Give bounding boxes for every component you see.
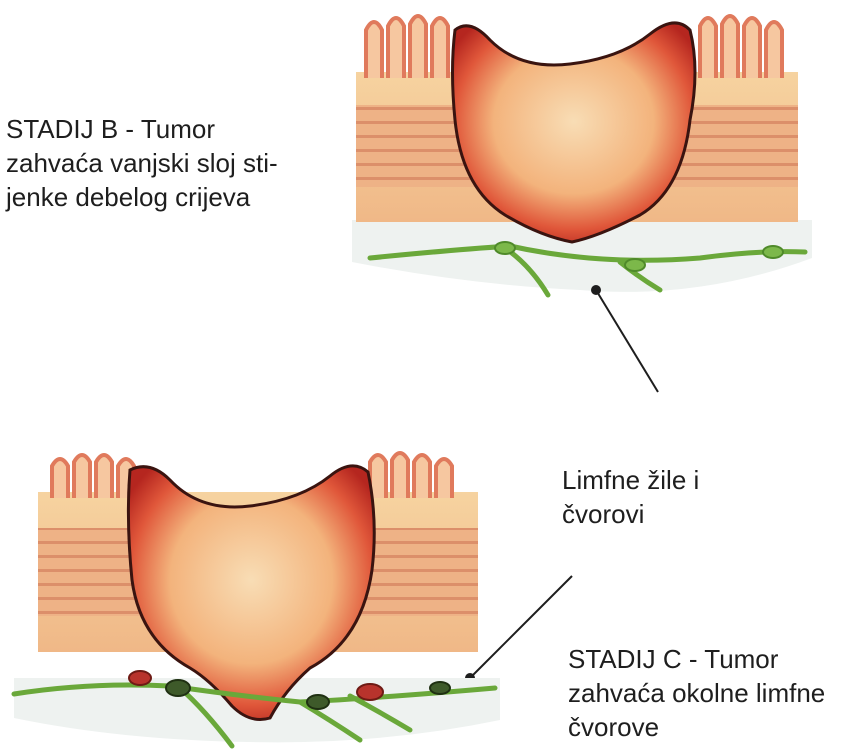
stage-b-villi-left (366, 16, 448, 78)
pointer-line-top (596, 290, 658, 392)
stage-c-villi-left (52, 455, 134, 498)
stage-b-villi-right (700, 16, 782, 78)
stage-b-diagram (352, 16, 812, 295)
stage-c-diagram (14, 453, 500, 746)
stage-c-villi-right (370, 453, 452, 498)
pointer-line-bottom (470, 576, 572, 678)
